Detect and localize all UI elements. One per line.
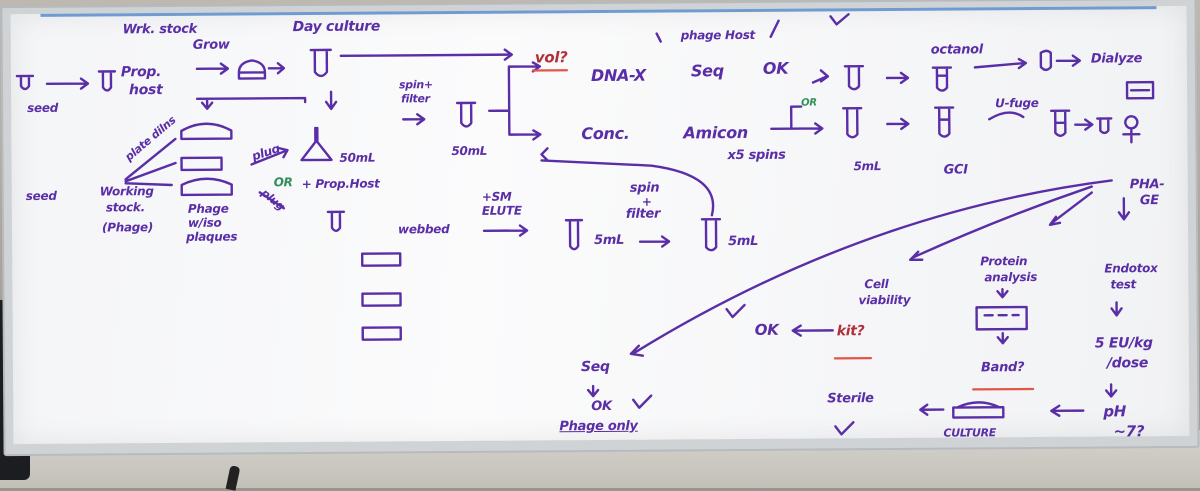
label-endotox: Endotox <box>1104 262 1157 274</box>
label-phage: Phage <box>188 203 229 215</box>
whiteboard: Wrk. stock Grow Day culture Prop. host s… <box>10 6 1189 444</box>
label-or-1: OR <box>274 176 293 188</box>
label-5ml-1: 5mL <box>594 234 624 247</box>
label-ok-1: OK <box>763 61 789 77</box>
label-spin-2: spin <box>630 182 660 195</box>
label-octanol: octanol <box>931 43 983 56</box>
label-prop-host: + Prop.Host <box>302 178 380 191</box>
label-ph-value: ~7? <box>1113 424 1144 439</box>
label-cell: Cell <box>864 278 888 290</box>
label-stock: stock. <box>106 201 145 213</box>
label-ok-kit: OK <box>755 323 779 338</box>
label-protein: Protein <box>980 255 1027 267</box>
label-kit: kit? <box>837 324 865 338</box>
label-culture: CULTURE <box>943 427 996 438</box>
label-sm: +SM <box>482 191 512 203</box>
label-viability: viability <box>858 294 910 306</box>
label-50ml-1: 50mL <box>339 152 375 164</box>
label-webbed: webbed <box>398 223 449 235</box>
label-5ml-3: 5mL <box>854 160 882 172</box>
label-plaques: plaques <box>186 231 237 243</box>
label-x5-spins: x5 spins <box>727 149 785 162</box>
label-spin-filter-1: spin+ <box>399 79 433 90</box>
label-seq-2: Seq <box>581 360 610 374</box>
label-u-fuge: U-fuge <box>995 97 1039 109</box>
label-seed-1: seed <box>27 102 58 114</box>
label-day-culture: Day culture <box>293 20 381 35</box>
label-50ml-2: 50mL <box>451 145 487 157</box>
label-or-2: OR <box>801 98 817 108</box>
label-dialyze: Dialyze <box>1091 52 1142 65</box>
label-filter-1: filter <box>401 93 430 104</box>
label-phage-only: Phage only <box>559 420 637 434</box>
label-eu-dose: 5 EU/kg <box>1095 336 1153 350</box>
label-filter-2: filter <box>626 208 660 221</box>
label-phage-host: phage Host <box>681 29 755 42</box>
label-w-iso: w/iso <box>188 217 222 229</box>
label-seed-2: seed <box>26 190 57 202</box>
label-sterile: Sterile <box>827 392 874 405</box>
whiteboard-frame: Wrk. stock Grow Day culture Prop. host s… <box>0 0 1199 456</box>
label-dna-x: DNA-X <box>591 68 646 84</box>
label-conc: Conc. <box>581 126 629 142</box>
label-analysis: analysis <box>984 271 1037 283</box>
label-host: host <box>129 83 163 97</box>
label-test: test <box>1110 278 1136 290</box>
label-phage-paren: (Phage) <box>102 221 153 233</box>
label-gci: GCI <box>944 163 968 176</box>
label-dose: /dose <box>1107 356 1148 370</box>
label-grow: Grow <box>193 39 230 52</box>
label-pha: PHA- <box>1130 178 1165 191</box>
label-ge: GE <box>1140 194 1159 207</box>
label-seq: Seq <box>691 63 724 79</box>
label-wrk-stock: Wrk. stock <box>123 23 197 37</box>
label-vol: vol? <box>535 50 568 65</box>
label-prop: Prop. <box>121 65 161 79</box>
label-amicon: Amicon <box>683 125 748 141</box>
label-elute: ELUTE <box>482 205 522 217</box>
label-ph: pH <box>1103 404 1126 419</box>
label-working: Working <box>100 185 154 197</box>
label-band: Band? <box>981 361 1024 374</box>
label-5ml-2: 5mL <box>728 235 758 248</box>
label-ok-2: OK <box>591 400 612 413</box>
